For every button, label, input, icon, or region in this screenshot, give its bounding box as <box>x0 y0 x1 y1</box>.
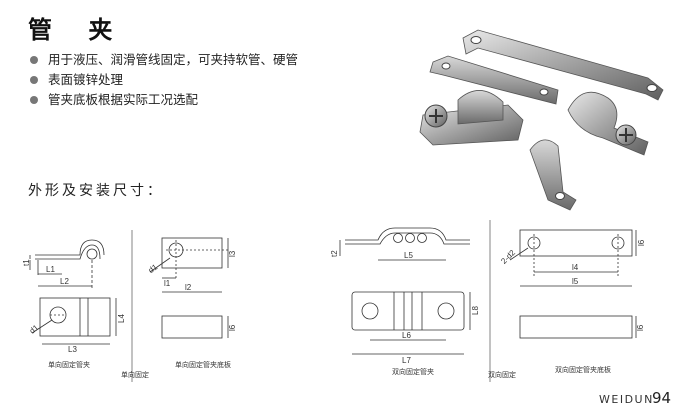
single-clamp-side-view: t1 L1 L2 <box>22 239 105 290</box>
feature-item: 用于液压、润滑管线固定，可夹持软管、硬管 <box>30 50 298 70</box>
double-clamp-top-view: L6 L7 L8 <box>351 291 480 365</box>
feature-text: 管夹底板根据实际工况选配 <box>48 92 199 107</box>
dim-label-L2: L2 <box>60 277 69 286</box>
dim-label-d1-plate: d1 <box>147 262 160 275</box>
brand-name: WEIDUN <box>599 393 654 406</box>
bullet-icon <box>30 56 38 64</box>
product-photo <box>419 29 664 211</box>
double-plate-view: 2-d2 l4 l5 l6 l6 <box>499 229 646 339</box>
double-clamp-side-view: t2 L5 <box>330 227 470 261</box>
bullet-icon <box>30 96 38 104</box>
feature-item: 管夹底板根据实际工况选配 <box>30 90 298 110</box>
dim-label-l4: l4 <box>572 263 579 272</box>
dim-label-L8: L8 <box>471 306 480 315</box>
dim-label-l2: l2 <box>185 283 192 292</box>
dim-label-l5: l5 <box>572 277 579 286</box>
dim-label-L6: L6 <box>402 331 411 340</box>
caption-double-side: 双向固定 <box>488 371 516 379</box>
dim-label-l6-double: l6 <box>637 239 646 246</box>
technical-drawing: t1 L1 L2 d1 L3 L4 d1 l1 l2 l3 l6 <box>22 220 646 382</box>
dim-label-L3: L3 <box>68 345 77 354</box>
dim-label-t2: t2 <box>330 250 339 257</box>
caption-single-plate: 单向固定管夹底板 <box>175 361 231 369</box>
feature-list: 用于液压、润滑管线固定，可夹持软管、硬管 表面镀锌处理 管夹底板根据实际工况选配 <box>30 50 298 110</box>
single-plate-view: d1 l1 l2 l3 l6 <box>147 237 237 339</box>
dimensions-heading: 外形及安装尺寸： <box>28 183 164 199</box>
page-title: 管 夹 <box>28 16 127 44</box>
dim-label-l3: l3 <box>228 250 237 257</box>
dim-label-t1: t1 <box>22 259 31 266</box>
caption-double-plate: 双向固定管夹底板 <box>555 366 611 374</box>
caption-single-side: 单向固定 <box>121 371 149 379</box>
bullet-icon <box>30 76 38 84</box>
dim-label-L4: L4 <box>117 314 126 323</box>
page-number: 94 <box>652 389 672 407</box>
dim-label-l6-single: l6 <box>228 324 237 331</box>
dim-label-l1: l1 <box>164 279 171 288</box>
feature-item: 表面镀锌处理 <box>30 70 298 90</box>
dim-label-L5: L5 <box>404 251 413 260</box>
dim-label-l6-double-side: l6 <box>636 324 645 331</box>
feature-text: 用于液压、润滑管线固定，可夹持软管、硬管 <box>48 52 299 67</box>
dim-label-d2: 2-d2 <box>499 248 517 266</box>
dim-label-L1: L1 <box>46 265 55 274</box>
caption-double-clamp: 双向固定管夹 <box>392 368 434 376</box>
caption-single-clamp: 单向固定管夹 <box>48 361 90 369</box>
dim-label-d1: d1 <box>28 323 41 336</box>
dim-label-L7: L7 <box>402 356 411 365</box>
single-clamp-top-view: d1 L3 L4 <box>28 297 126 354</box>
feature-text: 表面镀锌处理 <box>48 72 124 87</box>
